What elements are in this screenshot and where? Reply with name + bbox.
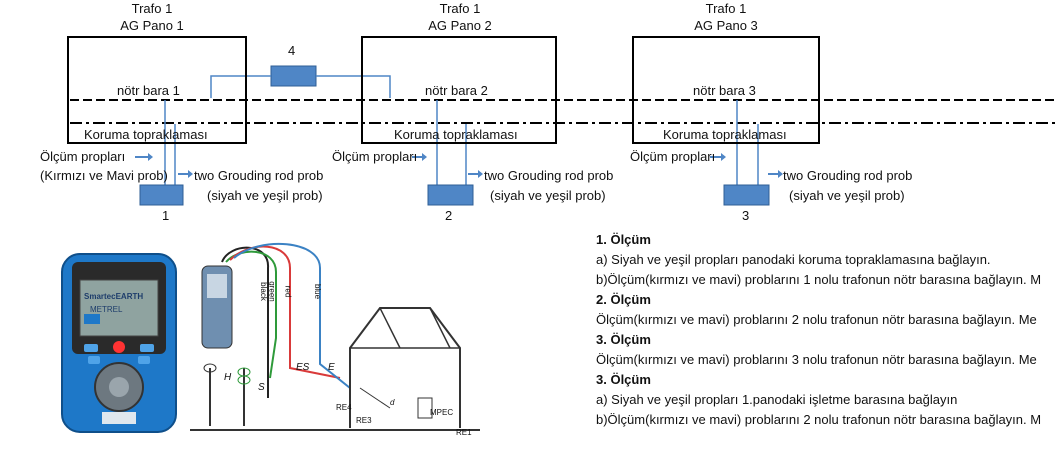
wiring-sketch xyxy=(190,242,480,431)
label-re1: RE1 xyxy=(456,428,472,437)
panel-box-1 xyxy=(67,36,247,144)
label-black: black xyxy=(258,282,268,301)
p1-rod2: (siyah ve yeşil prob) xyxy=(207,188,323,203)
p1-neutral-bus: nötr bara 1 xyxy=(117,83,180,98)
panel-box-3 xyxy=(632,36,820,144)
wire-red xyxy=(229,245,341,379)
p1-rod: two Grouding rod prob xyxy=(194,168,324,183)
p3-rod2: (siyah ve yeşil prob) xyxy=(789,188,905,203)
label-re4: RE4 xyxy=(336,403,352,412)
p2-pano: AG Pano 2 xyxy=(428,18,492,33)
tester-device xyxy=(61,253,177,433)
p3-trafo: Trafo 1 xyxy=(705,1,747,16)
p1-probes2: (Kırmızı ve Mavi prob) xyxy=(40,168,168,183)
p2-rod: two Grouding rod prob xyxy=(484,168,614,183)
panel-diagram xyxy=(70,65,1058,206)
label-h: H xyxy=(224,372,232,383)
label-d: d xyxy=(390,398,395,407)
p3-probes: Ölçüm propları xyxy=(630,149,716,164)
p2-probes: Ölçüm propları xyxy=(332,149,418,164)
label-red: red xyxy=(283,285,293,298)
m2-title: 2. Ölçüm xyxy=(596,292,651,307)
m2-step: Ölçüm(kırmızı ve mavi) problarını 2 nolu… xyxy=(596,312,1037,327)
panel-box-2 xyxy=(361,36,557,144)
p2-ground: Koruma topraklaması xyxy=(394,127,518,142)
mpec-bar-icon xyxy=(417,397,433,419)
p3-ground: Koruma topraklaması xyxy=(663,127,787,142)
p2-number: 2 xyxy=(445,208,453,223)
label-es: ES xyxy=(296,362,310,373)
p1-trafo: Trafo 1 xyxy=(131,1,173,16)
p1-number: 1 xyxy=(162,208,170,223)
m4-step-a: a) Siyah ve yeşil propları 1.panodaki iş… xyxy=(596,392,958,407)
m1-title: 1. Ölçüm xyxy=(596,232,651,247)
p2-neutral-bus: nötr bara 2 xyxy=(425,83,488,98)
p3-number: 3 xyxy=(742,208,750,223)
label-mpec: MPEC xyxy=(430,408,454,417)
p2-rod2: (siyah ve yeşil prob) xyxy=(490,188,606,203)
m1-step-b: b)Ölçüm(kırmızı ve mavi) problarını 1 no… xyxy=(596,272,1042,287)
m3-step: Ölçüm(kırmızı ve mavi) problarını 3 nolu… xyxy=(596,352,1037,367)
link-box-4 xyxy=(270,65,317,87)
p1-probes: Ölçüm propları xyxy=(40,149,126,164)
test-button-icon xyxy=(113,341,125,353)
device-brand: SmartecEARTH xyxy=(84,292,144,301)
measurement-instructions: 1. Ölçüm a) Siyah ve yeşil propları pano… xyxy=(596,230,1058,430)
m1-step-a: a) Siyah ve yeşil propları panodaki koru… xyxy=(596,252,991,267)
p1-probe-box xyxy=(139,184,184,206)
label-re3: RE3 xyxy=(356,416,372,425)
label-s: S xyxy=(258,382,265,393)
m4-step-b: b)Ölçüm(kırmızı ve mavi) problarını 2 no… xyxy=(596,412,1042,427)
link-number: 4 xyxy=(288,43,296,58)
link-wire-left xyxy=(210,75,271,98)
device-maker: METREL xyxy=(90,305,123,314)
p3-rod: two Grouding rod prob xyxy=(783,168,913,183)
label-e: E xyxy=(328,362,335,373)
link-wire-right xyxy=(316,75,391,98)
label-blue: blue xyxy=(313,283,323,300)
m4-title: 3. Ölçüm xyxy=(596,372,651,387)
p3-probe-box xyxy=(723,184,770,206)
p1-ground: Koruma topraklaması xyxy=(84,127,208,142)
m3-title: 3. Ölçüm xyxy=(596,332,651,347)
p1-pano: AG Pano 1 xyxy=(120,18,184,33)
wire-blue xyxy=(233,242,351,389)
p2-trafo: Trafo 1 xyxy=(439,1,481,16)
p3-neutral-bus: nötr bara 3 xyxy=(693,83,756,98)
p2-probe-box xyxy=(427,184,474,206)
house-outline xyxy=(349,307,461,428)
p3-pano: AG Pano 3 xyxy=(694,18,758,33)
label-green: green xyxy=(267,281,277,302)
